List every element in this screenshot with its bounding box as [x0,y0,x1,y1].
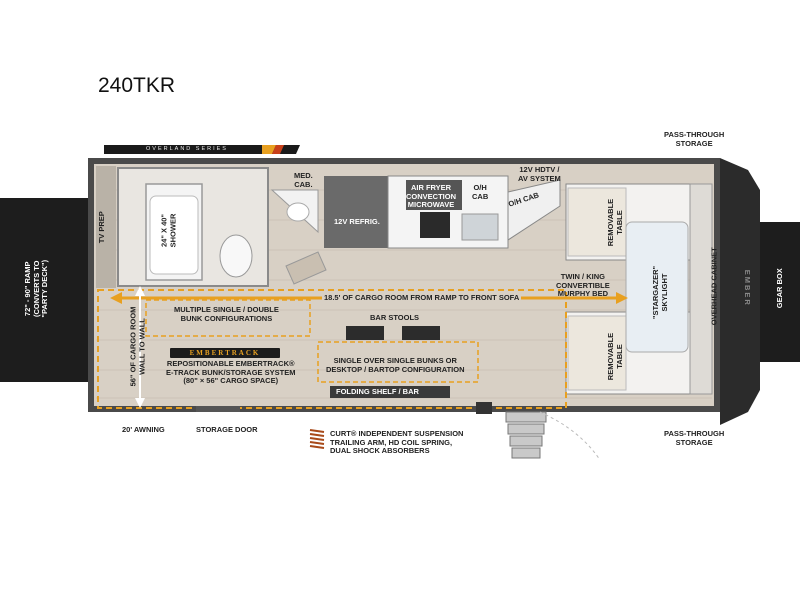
removable-table-bottom-label: REMOVABLE TABLE [606,332,624,381]
single-over-single-label: SINGLE OVER SINGLE BUNKS OR DESKTOP / BA… [326,356,465,374]
refrigerator-label: 12V REFRIG. [334,217,380,226]
ramp-label: 72" - 90" RAMP (CONVERTS TO "PARTY DECK"… [23,259,50,318]
pass-through-storage-top-label: PASS-THROUGH STORAGE [664,130,725,148]
model-title: 240TKR [98,74,176,97]
wheel-well-right [476,402,492,414]
bunk-outline [145,299,311,337]
skylight-label: "STARGAZER" SKYLIGHT [651,265,669,320]
murphy-bed-cushion-bottom [567,315,627,391]
tv-prep-label: TV PREP [96,211,106,244]
oh-cab-label-1: O/H CAB [472,183,489,201]
microwave [406,180,462,210]
embertrack-outline [317,341,479,383]
suspension-label: CURT® INDEPENDENT SUSPENSION TRAILING AR… [330,429,464,455]
kitchen-sink [461,213,499,241]
cargo-length-label: 18.5' OF CARGO ROOM FROM RAMP TO FRONT S… [322,293,522,303]
brand-mark: EMBER [742,269,752,307]
angled-cabinet [285,251,327,285]
ramp-deck [0,198,88,382]
bar-stool-1 [346,326,384,340]
toilet [219,234,253,278]
air-fryer-label: AIR FRYER CONVECTION MICROWAVE [406,183,457,209]
refrigerator [324,176,388,248]
removable-table-top-label: REMOVABLE TABLE [606,198,624,247]
murphy-bed-cushion-top [567,187,627,257]
overhead-cabinet-label: OVERHEAD CABINET [709,247,719,326]
entry-steps [505,411,547,459]
tv-prep-wall [96,166,116,288]
embertrack-logo: EMBERTRACK [170,348,280,358]
skylight-panel [625,221,689,353]
pass-through-storage-bottom-label: PASS-THROUGH STORAGE [664,429,725,447]
cargo-area-outline [97,289,567,409]
door-swing [539,411,601,461]
multiple-bunk-label: MULTIPLE SINGLE / DOUBLE BUNK CONFIGURAT… [174,305,279,323]
awning-label: 20' AWNING [122,425,165,434]
gear-box-label: GEAR BOX [774,268,784,309]
hdtv-label: 12V HDTV / AV SYSTEM [518,165,561,183]
front-cap [720,158,760,425]
folding-shelf-label: FOLDING SHELF / BAR [336,387,419,396]
bar-stools-label: BAR STOOLS [370,313,420,322]
wheel-well-left [196,406,240,412]
series-banner: OVERLAND SERIES [112,145,262,154]
bar-stool-2 [402,326,440,340]
gear-box [760,222,800,362]
stove-cooktop [420,212,450,238]
folding-shelf [330,386,450,398]
suspension-coil-icon [309,429,325,449]
sofa-back [689,183,713,395]
cargo-width-label: 56" OF CARGO ROOM WALL TO WALL [128,306,146,387]
shower-label: 24" X 40" SHOWER [159,213,177,248]
storage-door-label: STORAGE DOOR [196,425,258,434]
med-cab-label: MED. CAB. [294,171,313,189]
embertrack-description: REPOSITIONABLE EMBERTRACK® E-TRACK BUNK/… [166,359,296,385]
oh-cab-angle [507,179,561,241]
murphy-bed-label: TWIN / KING CONVERTIBLE MURPHY BED [556,272,610,298]
